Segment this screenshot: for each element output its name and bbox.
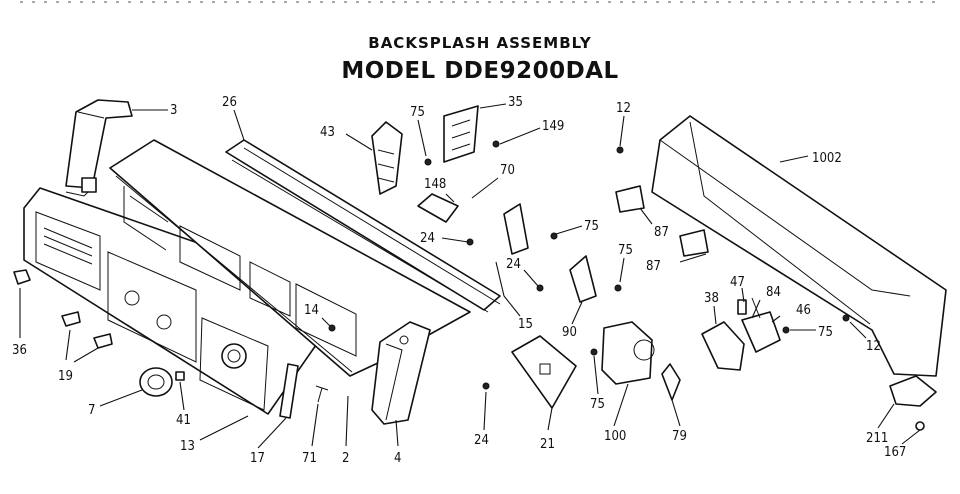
callout-100: 100 xyxy=(604,429,626,444)
part-75-screw-d xyxy=(782,326,790,334)
part-70-bracket xyxy=(503,203,529,255)
callout-1002: 1002 xyxy=(812,151,842,166)
callout-12: 12 xyxy=(616,101,631,116)
part-43-bracket xyxy=(371,121,403,195)
part-36-cap xyxy=(13,269,31,285)
part-87-switch-b xyxy=(679,229,709,257)
part-7-knob xyxy=(139,367,173,397)
callout-14: 14 xyxy=(304,303,319,318)
callout-15: 15 xyxy=(518,317,533,332)
callout-47: 47 xyxy=(730,275,745,290)
callout-17: 17 xyxy=(250,451,265,466)
part-4-end-cap xyxy=(371,321,431,425)
part-75-screw-b xyxy=(550,232,558,240)
part-41-spring xyxy=(175,371,185,381)
part-47-plug xyxy=(737,299,747,315)
part-75-screw-a xyxy=(424,158,432,166)
part-75-screw-c xyxy=(614,284,622,292)
callout-46: 46 xyxy=(796,303,811,318)
callout-35: 35 xyxy=(508,95,523,110)
part-19-button-b xyxy=(93,333,113,349)
part-211-bracket xyxy=(889,375,937,407)
part-46-terminal xyxy=(741,311,781,353)
callout-41: 41 xyxy=(176,413,191,428)
callout-211: 211 xyxy=(866,431,888,446)
callout-167: 167 xyxy=(884,445,906,460)
callout-24: 24 xyxy=(420,231,435,246)
callout-70: 70 xyxy=(500,163,515,178)
part-149-screw xyxy=(492,140,500,148)
part-3-end-bracket xyxy=(65,99,133,197)
part-14-screw xyxy=(328,324,336,332)
part-24-screw-b xyxy=(536,284,544,292)
callout-labels: 3 26 43 75 35 149 12 1002 148 70 24 75 8… xyxy=(12,95,906,466)
callout-2: 2 xyxy=(342,451,349,466)
callout-12: 12 xyxy=(866,339,881,354)
callout-75: 75 xyxy=(590,397,605,412)
callout-71: 71 xyxy=(302,451,317,466)
callout-79: 79 xyxy=(672,429,687,444)
callout-87: 87 xyxy=(654,225,669,240)
part-26-top-rail xyxy=(225,139,501,313)
callout-90: 90 xyxy=(562,325,577,340)
part-12-clip-b xyxy=(842,314,850,322)
part-38-relay xyxy=(701,321,745,371)
callout-7: 7 xyxy=(88,403,95,418)
part-71-screw xyxy=(315,385,329,403)
callout-26: 26 xyxy=(222,95,237,110)
callout-75: 75 xyxy=(410,105,425,120)
callout-148: 148 xyxy=(424,177,446,192)
part-167-screw xyxy=(915,421,925,431)
part-12-clip-a xyxy=(616,146,624,154)
part-148-clip xyxy=(417,193,459,223)
callout-75: 75 xyxy=(618,243,633,258)
callout-4: 4 xyxy=(394,451,401,466)
callout-75: 75 xyxy=(818,325,833,340)
callout-3: 3 xyxy=(170,103,177,118)
part-79-cord xyxy=(661,363,681,401)
callout-19: 19 xyxy=(58,369,73,384)
leader-lines xyxy=(19,103,921,449)
callout-36: 36 xyxy=(12,343,27,358)
part-19-button-a xyxy=(61,311,81,327)
part-17-clip xyxy=(279,363,299,419)
callout-149: 149 xyxy=(542,119,564,134)
callout-24: 24 xyxy=(474,433,489,448)
part-75-screw-e xyxy=(590,348,598,356)
callout-43: 43 xyxy=(320,125,335,140)
callout-21: 21 xyxy=(540,437,555,452)
part-100-timer xyxy=(601,321,655,385)
callout-84: 84 xyxy=(766,285,781,300)
callout-75: 75 xyxy=(584,219,599,234)
part-15-rod xyxy=(495,261,505,297)
part-90-bracket xyxy=(569,255,597,303)
callout-24: 24 xyxy=(506,257,521,272)
callout-87: 87 xyxy=(646,259,661,274)
part-87-switch-a xyxy=(615,185,645,213)
part-35-connector xyxy=(443,105,479,163)
callout-38: 38 xyxy=(704,291,719,306)
callout-13: 13 xyxy=(180,439,195,454)
part-24-screw-c xyxy=(482,382,490,390)
diagram-subtitle: BACKSPLASH ASSEMBLY xyxy=(368,34,592,52)
part-1002-rear-housing xyxy=(651,115,947,377)
diagram-title: MODEL DDE9200DAL xyxy=(341,58,619,84)
part-21-control-board xyxy=(511,335,577,409)
